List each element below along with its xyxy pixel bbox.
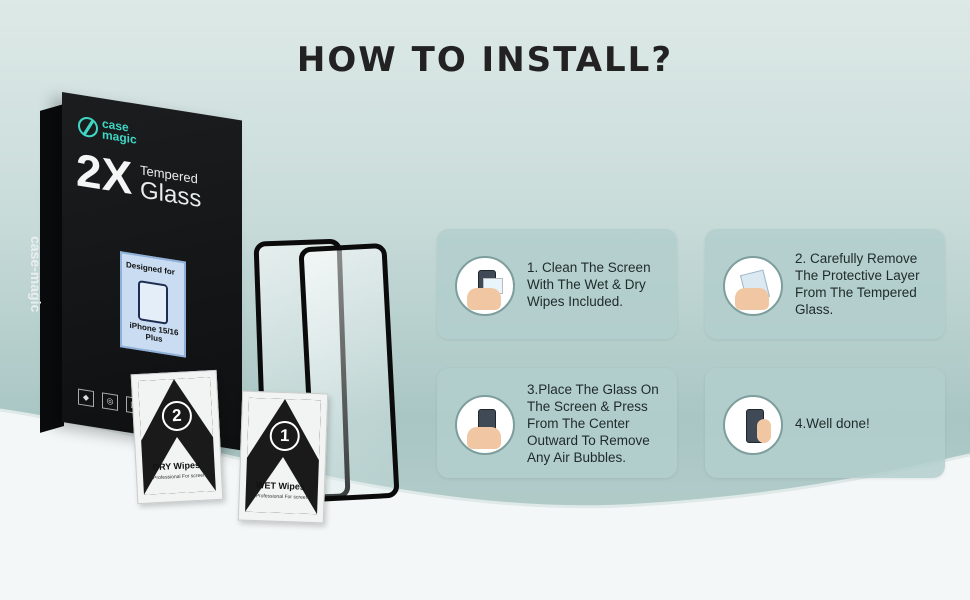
wet-wipe-packet: 1 WET Wipes Professional For screen xyxy=(237,390,329,524)
brand-logo: case magic xyxy=(78,115,142,147)
wipe-name: WET Wipes xyxy=(255,480,306,492)
dry-wipe-packet: 2 DRY Wipes Professional For screen xyxy=(130,369,224,505)
step-card-1: 1. Clean The Screen With The Wet & Dry W… xyxy=(437,229,677,339)
feature-icon: ◆ xyxy=(78,388,94,408)
brand-name: case magic xyxy=(102,116,137,147)
step-text: 2. Carefully Remove The Protective Layer… xyxy=(795,251,920,317)
pack-count: 2X xyxy=(76,143,133,205)
step-text: 1. Clean The Screen With The Wet & Dry W… xyxy=(527,259,651,309)
hand-icon xyxy=(467,427,501,449)
step-card-3: 3.Place The Glass On The Screen & Press … xyxy=(437,368,677,478)
step-card-4: 4.Well done! xyxy=(705,368,945,478)
compatibility-card: Designed for iPhone 15/16 Plus xyxy=(120,251,186,358)
feature-icon: ◎ xyxy=(102,392,118,411)
thumbs-up-icon xyxy=(723,395,783,455)
wipe-print: 2 DRY Wipes Professional For screen xyxy=(138,377,216,495)
hand-icon xyxy=(735,288,769,310)
box-side-text: case-magic xyxy=(28,236,44,313)
peel-film-icon xyxy=(723,256,783,316)
phone-outline-icon xyxy=(138,280,168,325)
designed-for-label: Designed for xyxy=(126,260,175,277)
phone-cleaning-icon xyxy=(455,256,515,316)
wipe-print: 1 WET Wipes Professional For screen xyxy=(245,397,322,515)
page-title: HOW TO INSTALL? xyxy=(296,40,674,80)
step-text: 4.Well done! xyxy=(795,415,870,431)
brand-mark-icon xyxy=(78,115,98,139)
model-label: iPhone 15/16 Plus xyxy=(129,320,179,344)
thumb-icon xyxy=(757,419,771,443)
step-card-2: 2. Carefully Remove The Protective Layer… xyxy=(705,229,945,339)
step-text: 3.Place The Glass On The Screen & Press … xyxy=(527,381,659,465)
hand-icon xyxy=(467,288,501,310)
press-glass-icon xyxy=(455,395,515,455)
